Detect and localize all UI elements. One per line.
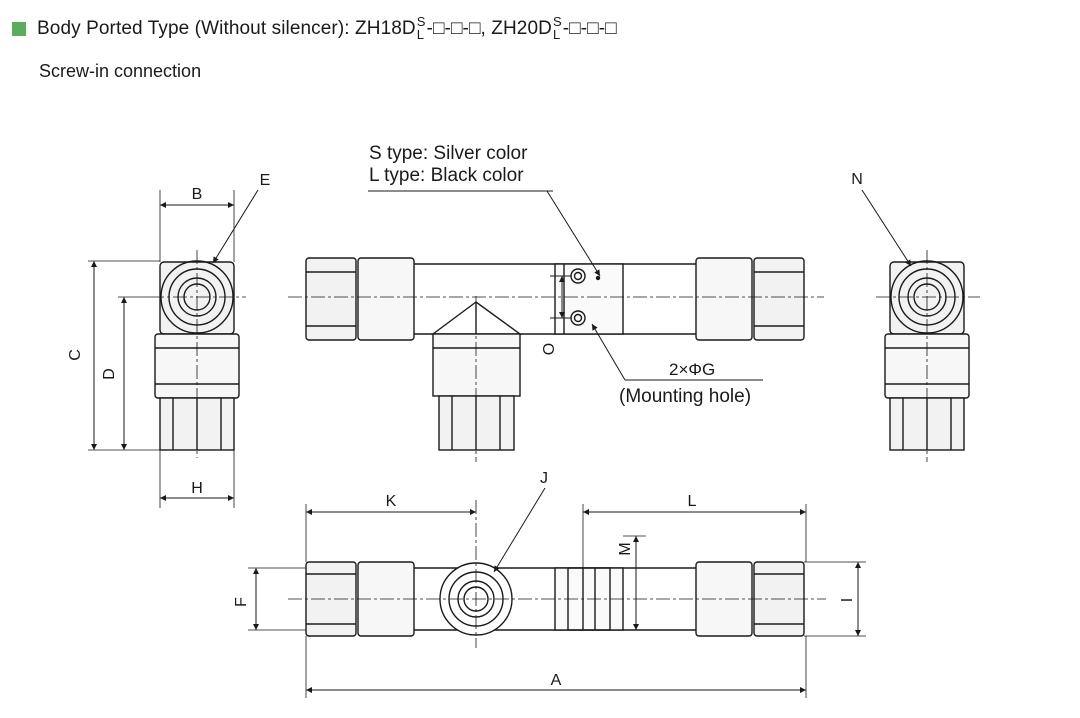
title-prefix: Body Ported Type (Without silencer): ZH1… [37,18,416,39]
stack-top-2: S [552,14,562,29]
label-D: D [101,368,118,380]
leader-N [861,189,912,267]
label-H: H [191,480,203,497]
model-suffix-2: -□-□-□ [562,18,617,39]
left-dimension-lines [91,189,259,501]
model-suffix-1: -□-□-□, ZH20D [426,18,552,39]
note-l-type: L type: Black color [369,165,524,186]
label-M: M [617,542,634,555]
front-view [305,257,805,451]
label-J: J [540,470,548,487]
page-header: Body Ported Type (Without silencer): ZH1… [12,14,617,44]
label-C: C [67,349,84,361]
front-centerlines [288,296,824,462]
left-centerlines [150,250,246,458]
page-title: Body Ported Type (Without silencer): ZH1… [37,15,617,42]
stack-bottom-2: L [552,27,561,42]
stack-bottom-1: L [416,27,425,42]
label-N: N [851,171,863,188]
label-I: I [839,598,856,602]
note-holes-desc: (Mounting hole) [619,386,751,407]
note-holes: 2×ΦG [669,360,715,379]
subtitle: Screw-in connection [39,61,202,81]
front-leaders [368,190,763,381]
label-K: K [386,493,397,510]
bullet-square-icon [12,22,26,36]
label-O: O [541,343,558,355]
top-view-centerlines [288,500,826,648]
stack-top-1: S [416,14,426,29]
label-F: F [233,597,250,607]
bottom-dimension-lines [253,487,861,693]
label-L: L [688,493,697,510]
right-centerlines [876,250,980,462]
note-s-type: S type: Silver color [369,143,528,164]
label-E: E [260,172,271,189]
type-stack-2: S L [553,15,562,41]
label-B: B [192,186,203,203]
label-A: A [551,672,562,689]
type-stack-1: S L [417,15,426,41]
